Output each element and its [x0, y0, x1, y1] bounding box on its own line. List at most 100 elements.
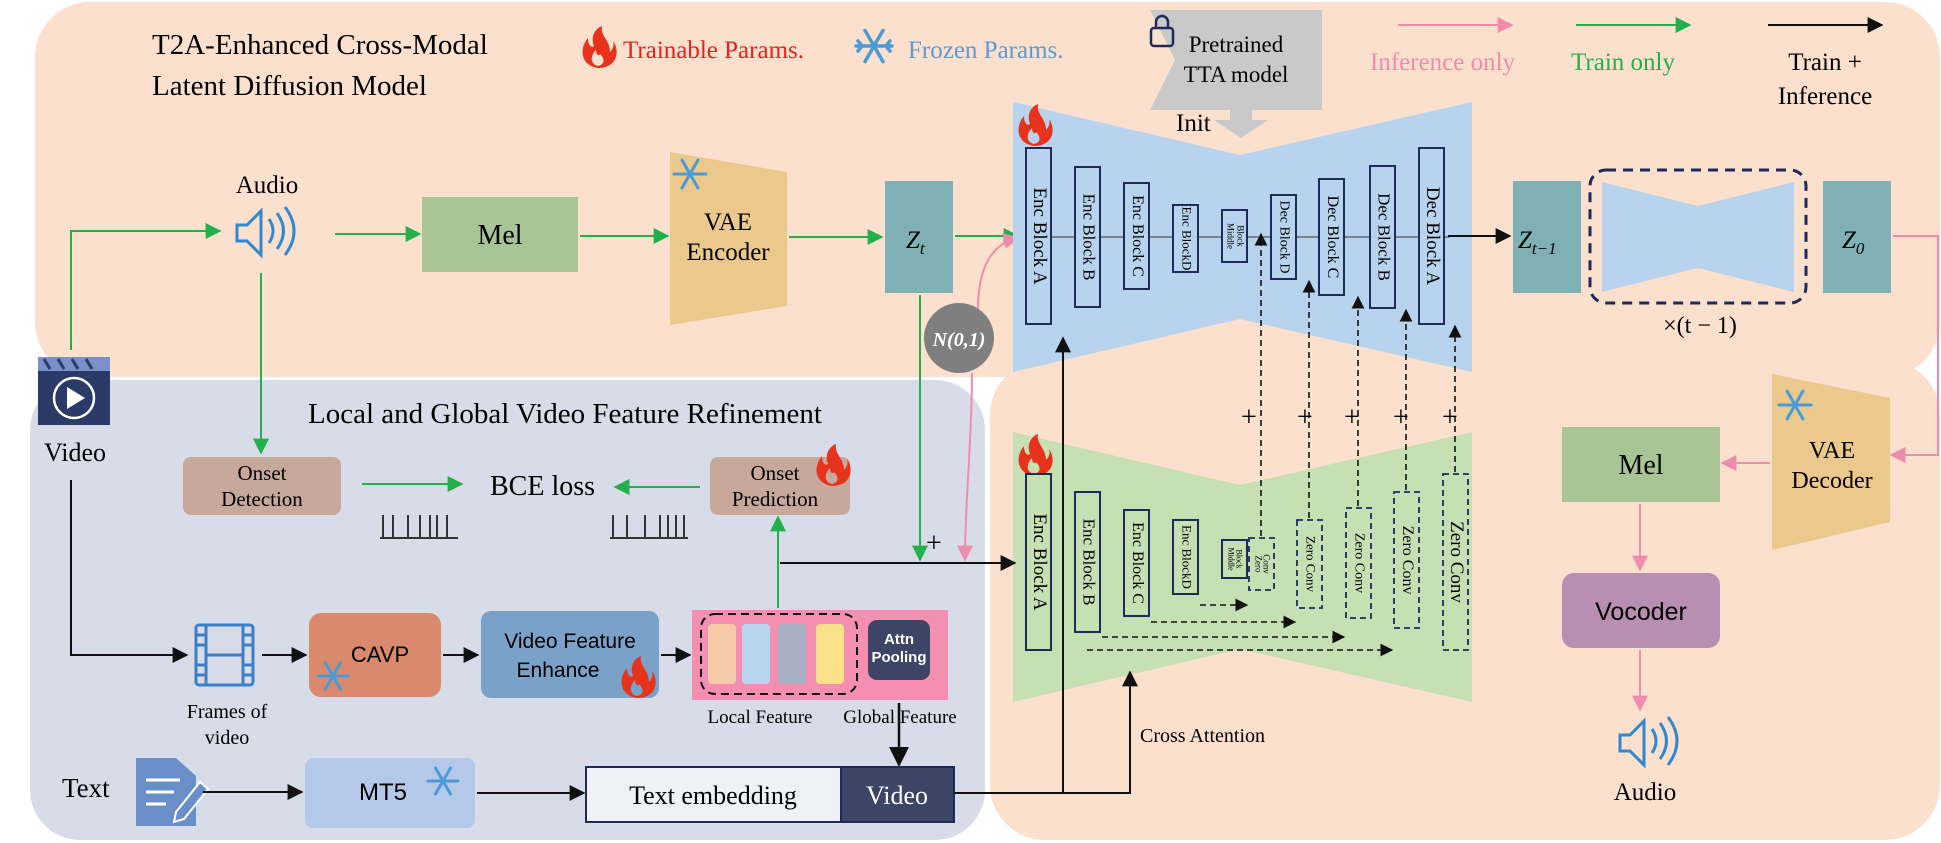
zero-conv-block — [1345, 507, 1372, 619]
attn-pooling-line1: Attn — [884, 631, 914, 648]
legend-frozen: Frozen Params. — [908, 37, 1064, 64]
text-embedding-box — [585, 766, 842, 823]
vocoder-box — [1562, 573, 1720, 648]
unet-block — [1123, 182, 1150, 290]
onset-detection-line2: Detection — [221, 487, 303, 511]
unet-block — [1074, 166, 1101, 308]
frames-line2: video — [205, 727, 249, 749]
onset-prediction-line1: Onset — [751, 461, 800, 485]
fire-icon — [816, 444, 851, 486]
video-label: Video — [44, 438, 106, 467]
speaker-icon — [235, 206, 296, 259]
title-line1: T2A-Enhanced Cross-Modal — [152, 29, 488, 61]
video-cond-box — [840, 766, 955, 823]
control-block-label: Enc Block B — [1080, 519, 1099, 606]
onset-prediction-line2: Prediction — [732, 487, 819, 511]
feature-bar — [778, 624, 806, 684]
vae-decoder-line2: Decoder — [1791, 468, 1872, 494]
onset-detection-line1: Onset — [238, 461, 287, 485]
fire-icon — [621, 656, 656, 698]
plus-signs: +++++ — [1241, 402, 1458, 433]
zt1-box — [1513, 181, 1581, 293]
control-block-label: Enc Block A — [1029, 513, 1050, 610]
legend-train-inference-2: Inference — [1778, 83, 1872, 110]
mel-top-label: Mel — [477, 220, 522, 251]
unet-block-label: Enc Block C — [1129, 195, 1146, 277]
refine-title: Local and Global Video Feature Refinemen… — [308, 398, 822, 430]
control-block — [1074, 491, 1101, 633]
feature-bar — [742, 624, 770, 684]
unet-block — [1418, 147, 1445, 325]
noise-label: N(0,1) — [932, 329, 986, 351]
plus-sign: + — [1241, 402, 1257, 433]
vae-encoder-line2: Encoder — [686, 239, 770, 266]
repeat-times-label: ×(t − 1) — [1663, 313, 1737, 339]
speaker-icon — [1618, 716, 1679, 769]
zt-box — [885, 181, 953, 293]
skip-connections — [1087, 232, 1462, 657]
unet-block — [1270, 194, 1297, 280]
onset-spikes-left — [380, 515, 458, 539]
arrow-noise-to-unet — [977, 233, 1020, 311]
zero-conv-block — [1393, 491, 1420, 629]
video-enhance-line2: Enhance — [517, 659, 600, 682]
unet-block — [1172, 204, 1199, 273]
legend-trainable: Trainable Params. — [623, 37, 804, 64]
document-edit-icon — [136, 758, 210, 826]
local-feature-label: Local Feature — [708, 707, 813, 728]
zero-conv-label: Zero Conv — [1351, 533, 1366, 593]
control-block — [1123, 509, 1150, 617]
text-label: Text — [62, 773, 110, 803]
attn-pooling-box — [868, 620, 930, 680]
mel-box-top — [422, 197, 578, 272]
plus-sign-left: + — [926, 528, 942, 559]
attn-pooling-line2: Pooling — [872, 649, 927, 666]
unet-block-label: Enc Block A — [1029, 187, 1050, 284]
zero-conv-block — [1296, 519, 1323, 609]
snowflake-icon — [672, 158, 708, 190]
unet-block — [1369, 165, 1396, 309]
snowflake-icon — [316, 661, 350, 691]
onset-spikes-right — [610, 515, 688, 539]
vae-decoder-line1: VAE — [1809, 438, 1855, 464]
control-block — [1025, 473, 1052, 651]
control-block-label: Block — [1235, 549, 1244, 568]
legend-inference-only: Inference only — [1370, 49, 1516, 76]
unet-block-label: Block — [1235, 225, 1245, 247]
arrow-video-to-frames — [70, 480, 189, 663]
onset-detection-box — [183, 457, 341, 515]
vae-encoder-line1: VAE — [704, 209, 752, 236]
video-cond-label: Video — [866, 781, 928, 810]
zero-conv-label: Zero — [1253, 556, 1263, 573]
snowflake-icon — [854, 28, 894, 64]
zero-conv-label: Conv — [1261, 554, 1271, 574]
arrow-cond-to-control — [1063, 670, 1138, 794]
unet-block-label: Enc Block B — [1080, 194, 1099, 281]
fire-icon — [1018, 434, 1053, 476]
unet-block-label: Dec Block D — [1276, 200, 1291, 273]
control-block-label: Enc Block C — [1129, 522, 1146, 604]
legend-train-only: Train only — [1571, 49, 1675, 76]
control-block-label: Enc BlockD — [1180, 525, 1195, 589]
control-block — [1172, 519, 1199, 595]
mini-unet-shape — [1602, 182, 1794, 292]
unet-block — [1318, 178, 1345, 296]
control-block — [1221, 539, 1248, 579]
unet-block-label: Dec Block A — [1422, 187, 1443, 285]
feature-bar — [708, 624, 736, 684]
pretrained-label-1: Pretrained — [1189, 32, 1284, 57]
mel-box-right — [1562, 427, 1720, 502]
audio-out-label: Audio — [1614, 779, 1677, 806]
arrow-video-to-audio — [70, 223, 222, 350]
zt1-label: Zt−1 — [1518, 227, 1557, 258]
arrow-noise-down — [957, 372, 974, 562]
z0-box — [1823, 181, 1891, 293]
plus-sign: + — [1442, 402, 1458, 433]
unet-block-label: Dec Block B — [1375, 193, 1394, 281]
unet-block — [1221, 209, 1248, 263]
plus-sign: + — [1297, 402, 1313, 433]
init-label: Init — [1176, 110, 1211, 137]
